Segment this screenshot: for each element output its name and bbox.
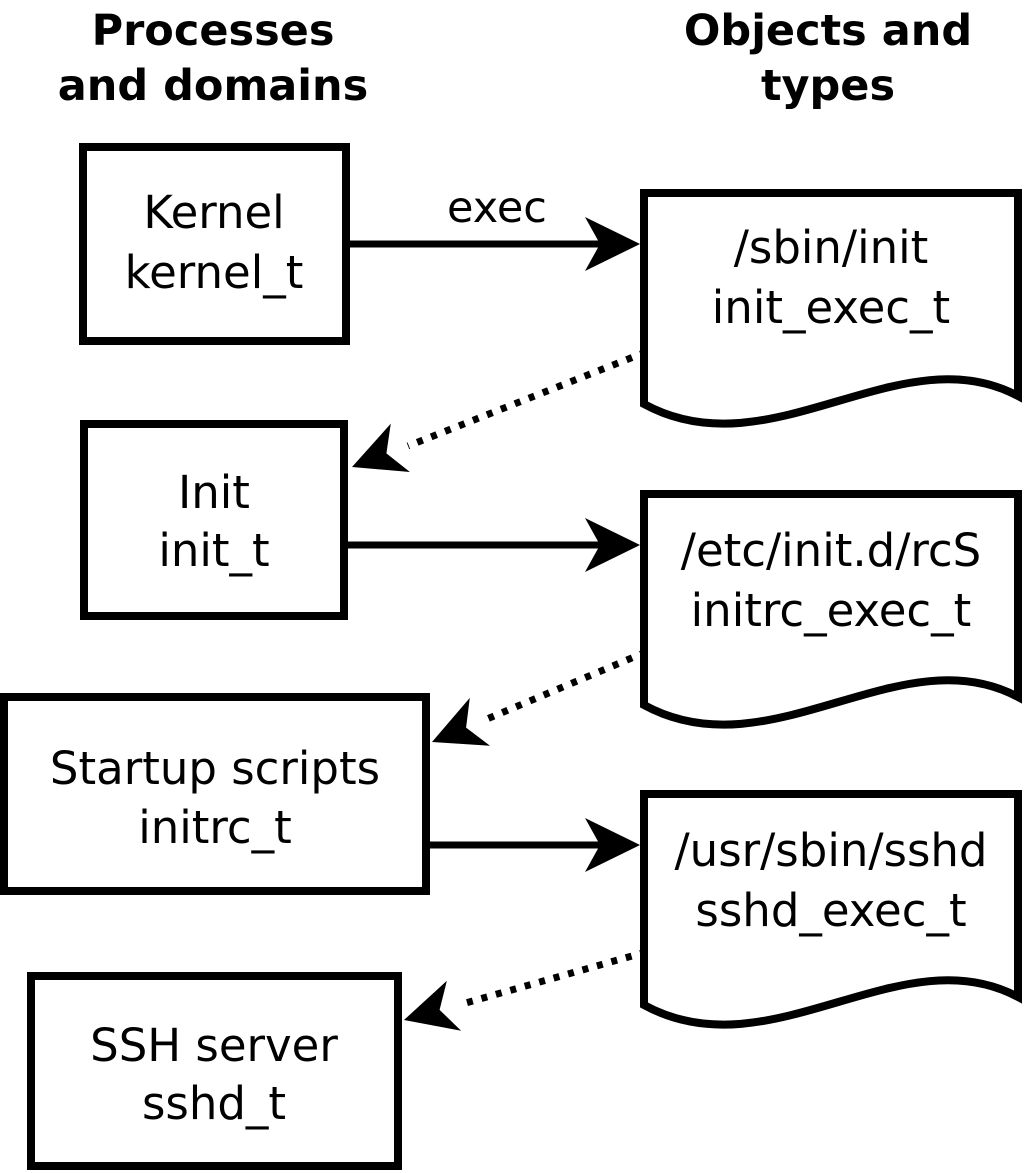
- object-node-sbin-init: /sbin/init init_exec_t: [640, 189, 1022, 428]
- transition-arrow-etc-initd-rcs-to-startup-scripts: [432, 648, 648, 746]
- arrowhead-icon: [585, 217, 640, 271]
- arrowhead-icon: [432, 697, 491, 746]
- dotted-shaft: [406, 348, 648, 450]
- node-label: Kernel: [143, 186, 284, 239]
- node-type: init_t: [158, 524, 269, 577]
- process-node-ssh-server: SSH server sshd_t: [27, 972, 402, 1170]
- exec-arrow-startup-scripts-to-usr-sbin-sshd: [428, 818, 640, 872]
- process-box: [0, 693, 430, 895]
- document-shape: [640, 790, 1022, 1029]
- node-type: kernel_t: [125, 246, 304, 299]
- exec-arrow-init-to-etc-initd-rcs: [346, 518, 640, 572]
- node-label: Startup scripts: [50, 742, 380, 795]
- dotted-shaft: [485, 648, 648, 723]
- document-shape: [640, 490, 1022, 729]
- object-node-etc-initd-rcs: /etc/init.d/rcS initrc_exec_t: [640, 490, 1022, 729]
- object-path: /sbin/init: [734, 221, 929, 274]
- object-node-usr-sbin-sshd: /usr/sbin/sshd sshd_exec_t: [640, 790, 1022, 1029]
- document-shape: [640, 189, 1022, 428]
- arrowhead-icon: [585, 518, 640, 572]
- process-box: [80, 420, 348, 620]
- exec-label: exec: [447, 183, 547, 233]
- object-type: sshd_exec_t: [695, 884, 966, 937]
- process-box: [79, 143, 350, 345]
- object-type: initrc_exec_t: [691, 584, 972, 637]
- process-node-startup-scripts: Startup scripts initrc_t: [0, 693, 430, 895]
- object-path: /usr/sbin/sshd: [675, 824, 988, 877]
- node-type: sshd_t: [142, 1077, 286, 1130]
- node-type: initrc_t: [138, 801, 292, 854]
- header-processes-line1: Processes: [92, 6, 335, 56]
- process-box: [27, 972, 402, 1170]
- arrowhead-icon: [404, 980, 462, 1031]
- node-label: SSH server: [90, 1019, 338, 1072]
- node-label: Init: [178, 466, 250, 519]
- transition-arrow-sbin-init-to-init: [352, 348, 648, 473]
- column-header-processes: Processes and domains: [58, 6, 368, 111]
- process-node-init: Init init_t: [80, 420, 348, 620]
- header-objects-line1: Objects and: [684, 6, 972, 56]
- process-node-kernel: Kernel kernel_t: [79, 143, 350, 345]
- exec-arrow-kernel-to-sbin-init: exec: [348, 183, 640, 271]
- column-header-objects: Objects and types: [684, 6, 972, 111]
- dotted-shaft: [461, 948, 647, 1008]
- transition-arrow-usr-sbin-sshd-to-ssh-server: [404, 948, 647, 1031]
- object-type: init_exec_t: [712, 281, 950, 334]
- arrowhead-icon: [585, 818, 640, 872]
- arrowhead-icon: [352, 423, 410, 473]
- header-objects-line2: types: [761, 61, 895, 111]
- object-path: /etc/init.d/rcS: [681, 524, 981, 577]
- header-processes-line2: and domains: [58, 61, 368, 111]
